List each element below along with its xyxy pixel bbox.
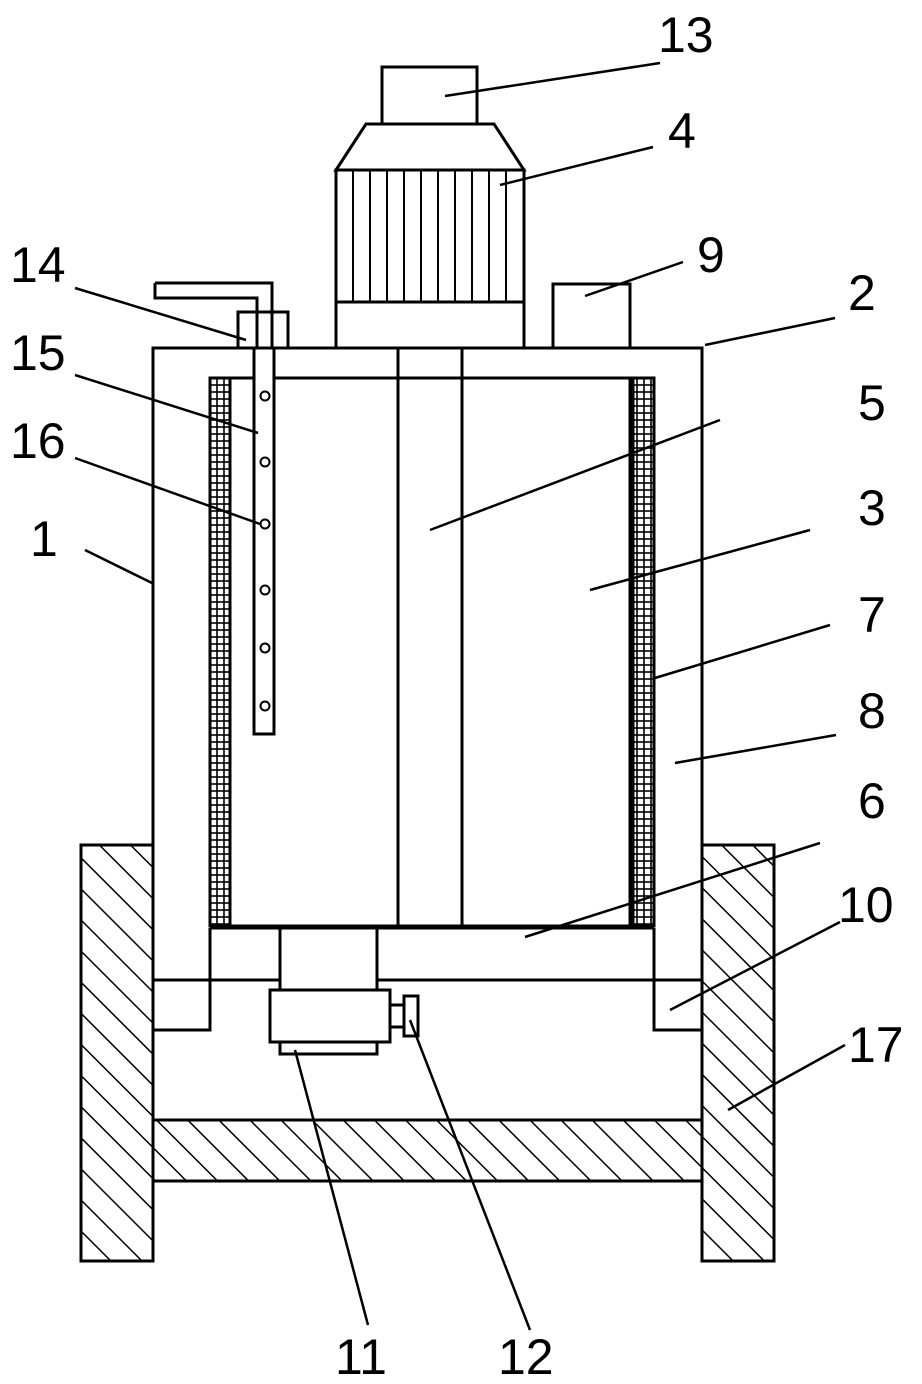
leader-lines [74,61,846,1331]
cross-beam [151,1118,704,1183]
leader-15 [74,373,259,435]
motor-fins [352,170,507,302]
leader-12 [408,1019,532,1331]
leader-14 [74,286,247,342]
bottom-bearing-housing [278,926,379,992]
label-8: 8 [858,683,886,739]
left-leg [79,843,155,1263]
central-shaft [396,348,464,926]
bottom-bearing [268,988,392,1044]
motor-body [334,168,526,304]
label-1: 1 [30,511,58,567]
motor [333,65,527,350]
label-5: 5 [858,375,886,431]
left-bracket [153,928,212,1032]
label-15: 15 [10,325,66,381]
label-6: 6 [858,773,886,829]
leader-5 [429,418,721,532]
leader-3 [589,528,811,592]
drum-body [228,376,632,928]
leader-8 [674,733,837,765]
spray-nozzles [259,390,271,712]
label-11: 11 [335,1329,387,1384]
label-14: 14 [10,237,66,293]
label-13: 13 [658,7,714,63]
label-7: 7 [858,587,886,643]
label-9: 9 [697,227,725,283]
valve-stem [388,1003,406,1029]
label-4: 4 [668,103,696,159]
spray-pipe [153,281,290,736]
leader-17 [727,1043,846,1112]
label-17: 17 [848,1017,904,1073]
bottom-assembly [268,926,420,1056]
part-labels: 13 4 9 2 14 15 16 1 5 3 7 8 6 10 17 11 1… [10,7,904,1384]
motor-cone [333,122,527,172]
right-bracket [652,928,702,1032]
leader-6 [524,841,821,939]
bearing-base [278,1040,379,1056]
leader-10 [669,920,841,1012]
label-10: 10 [838,877,894,933]
label-12: 12 [498,1329,554,1384]
valve-handle [402,994,420,1038]
motor-cap [380,65,479,126]
leader-1 [84,548,153,585]
right-mesh-screen [631,376,656,928]
leader-13 [444,61,661,98]
motor-mount [334,300,526,350]
spray-tube [252,346,276,736]
inner-drum [208,376,656,930]
leader-16 [74,456,261,526]
leader-4 [499,145,654,187]
support-frame [79,843,776,1263]
leader-9 [584,260,684,298]
pipe-collar [236,310,290,350]
leader-7 [654,623,831,680]
label-3: 3 [858,480,886,536]
label-2: 2 [848,265,876,321]
right-leg [700,843,776,1263]
left-mesh-screen [208,376,232,928]
leader-11 [293,1049,370,1326]
label-16: 16 [10,413,66,469]
leader-2 [704,316,836,347]
